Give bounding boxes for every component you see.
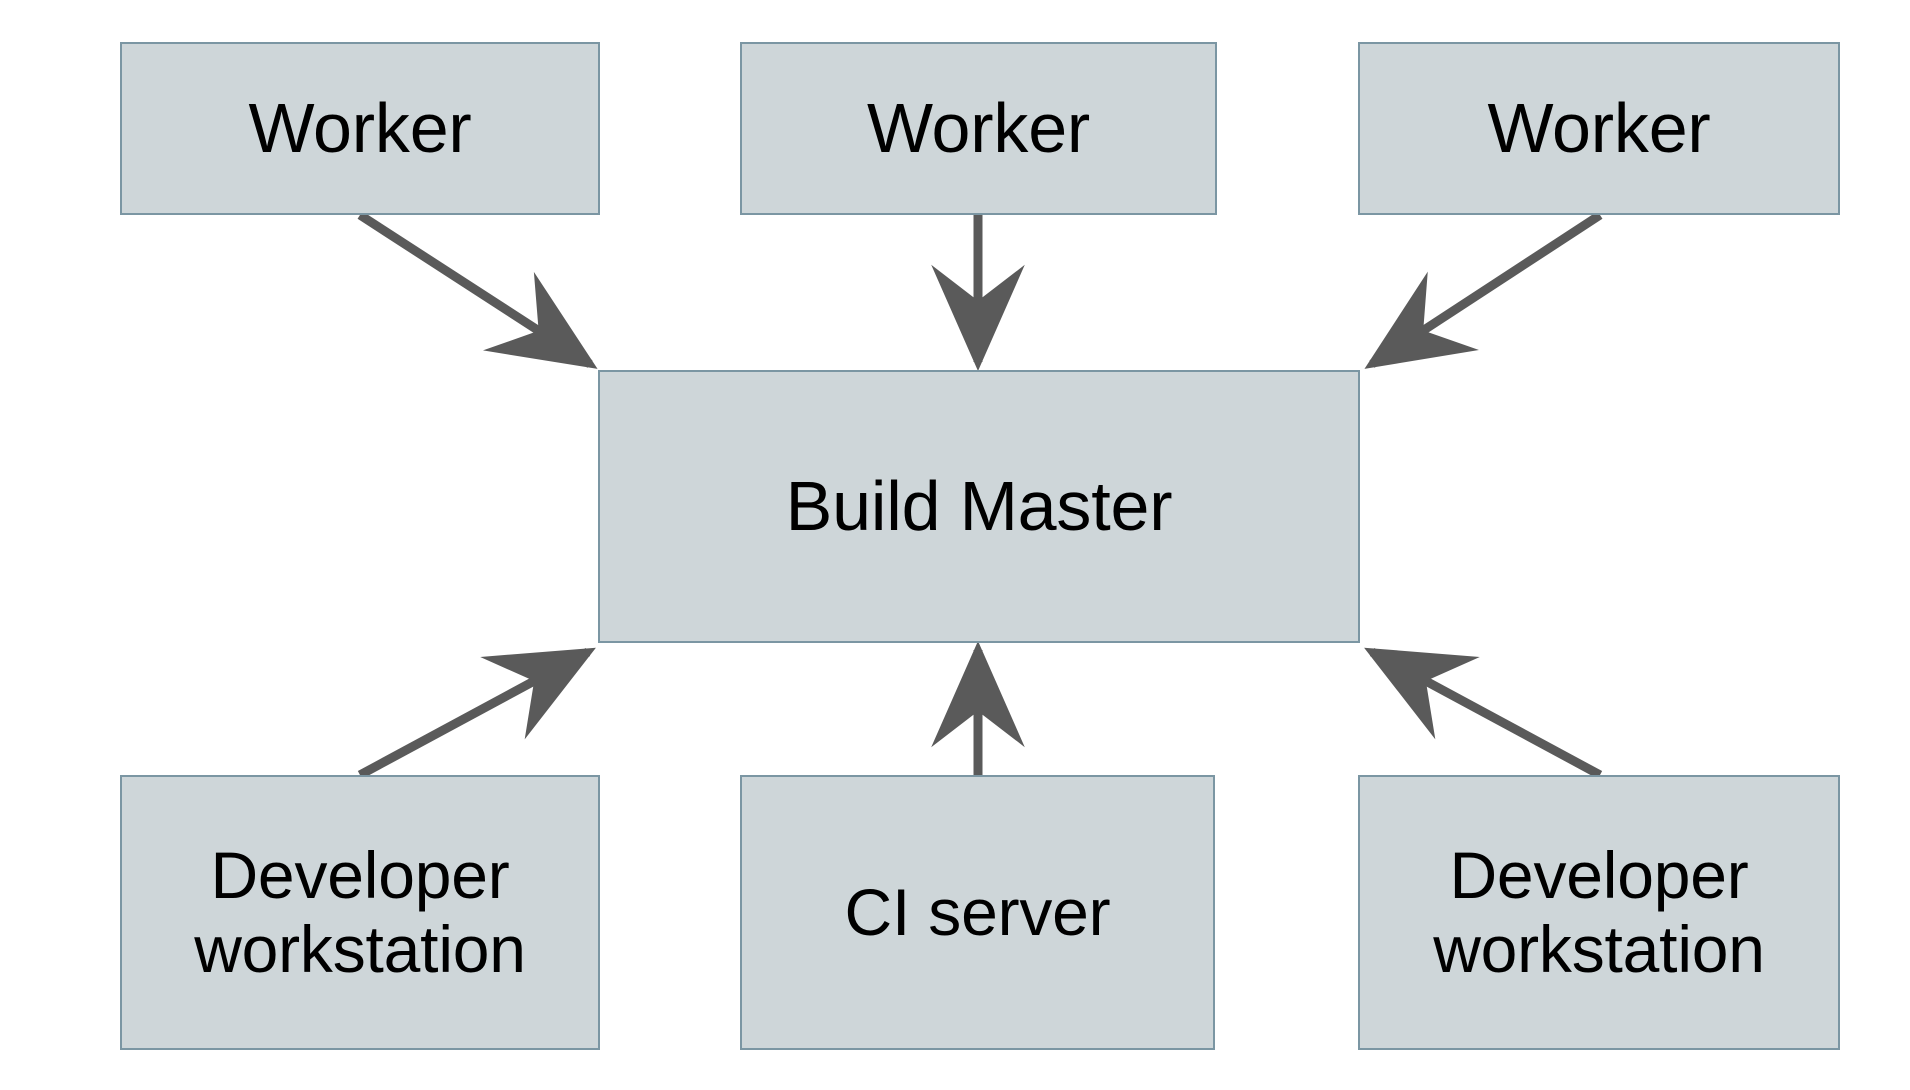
node-worker-2-label: Worker [866, 89, 1091, 168]
edge-dev-left-to-master [357, 647, 596, 779]
node-worker-3[interactable]: Worker [1358, 42, 1840, 215]
node-developer-workstation-right[interactable]: Developer workstation [1358, 775, 1840, 1050]
node-ci-server[interactable]: CI server [740, 775, 1215, 1050]
node-developer-workstation-right-label: Developer workstation [1433, 837, 1765, 986]
node-developer-workstation-left-label: Developer workstation [194, 837, 526, 986]
node-worker-1-label: Worker [248, 89, 472, 168]
node-worker-3-label: Worker [1487, 89, 1711, 168]
edge-dev-right-to-master [1364, 647, 1603, 779]
node-worker-2[interactable]: Worker [740, 42, 1217, 215]
node-build-master[interactable]: Build Master [598, 370, 1360, 643]
edge-worker-3-to-master [1364, 211, 1603, 369]
node-developer-workstation-left[interactable]: Developer workstation [120, 775, 600, 1050]
edge-worker-1-to-master [357, 211, 598, 369]
node-ci-server-label: CI server [844, 874, 1111, 949]
node-build-master-label: Build Master [785, 467, 1173, 546]
node-worker-1[interactable]: Worker [120, 42, 600, 215]
